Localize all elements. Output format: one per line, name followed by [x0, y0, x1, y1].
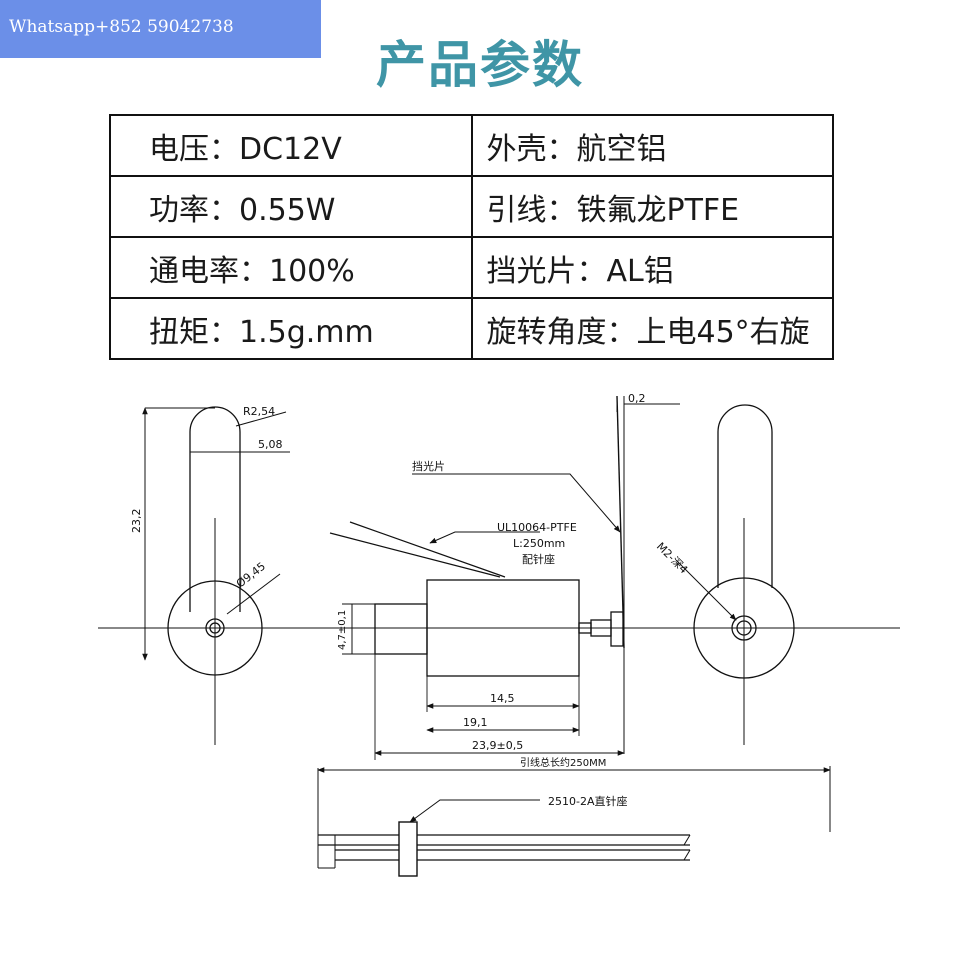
spec-cell: 引线：铁氟龙PTFE — [470, 175, 834, 238]
height-label: 23,2 — [130, 509, 143, 534]
table-row: 电压：DC12V 外壳：航空铝 — [109, 114, 834, 177]
spec-cell: 电压：DC12V — [109, 114, 473, 177]
spec-cell: 挡光片：AL铝 — [470, 236, 834, 299]
table-row: 扭矩：1.5g.mm 旋转角度：上电45°右旋 — [109, 297, 834, 360]
body-length-label: 14,5 — [490, 692, 515, 705]
shaft-diameter-label: 4,7±0,1 — [337, 610, 348, 650]
thread-label: M2-深4 — [654, 540, 690, 576]
contact-banner: Whatsapp+852 59042738 — [0, 0, 321, 58]
radius-label: R2,54 — [243, 405, 275, 418]
contact-banner-text: Whatsapp+852 59042738 — [9, 17, 234, 37]
total-length-label: 23,9±0,5 — [472, 739, 523, 752]
spec-table: 电压：DC12V 外壳：航空铝 功率：0.55W 引线：铁氟龙PTFE 通电率：… — [109, 114, 834, 360]
left-view — [98, 406, 330, 745]
rear-cap — [374, 603, 428, 655]
table-row: 功率：0.55W 引线：铁氟龙PTFE — [109, 175, 834, 238]
right-view — [660, 404, 830, 745]
spec-cell: 扭矩：1.5g.mm — [109, 297, 473, 360]
cable-spec-2: L:250mm — [513, 537, 565, 550]
spec-cell: 通电率：100% — [109, 236, 473, 299]
diameter-label: Ø9,45 — [234, 560, 268, 591]
spec-cell: 功率：0.55W — [109, 175, 473, 238]
width-label: 5,08 — [258, 438, 283, 451]
spec-cell: 旋转角度：上电45°右旋 — [470, 297, 834, 360]
spec-cell: 外壳：航空铝 — [470, 114, 834, 177]
blade-thickness-label: 0,2 — [628, 392, 646, 405]
technical-drawing: R2,54 5,08 23,2 Ø9,45 0,2 挡光片 UL10064-PT… — [98, 392, 900, 877]
cable-spec-1: UL10064-PTFE — [497, 521, 577, 534]
connector-label: 2510-2A直针座 — [548, 794, 628, 808]
table-row: 通电率：100% 挡光片：AL铝 — [109, 236, 834, 299]
lead-length-label: 引线总长约250MM — [520, 756, 606, 769]
cable-spec-3: 配针座 — [522, 552, 555, 566]
length-19-label: 19,1 — [463, 716, 488, 729]
lead-wire — [317, 766, 831, 877]
connector — [398, 821, 418, 877]
side-view — [98, 395, 900, 760]
blade-label: 挡光片 — [412, 459, 445, 473]
page-title: 产品参数 — [376, 36, 584, 94]
